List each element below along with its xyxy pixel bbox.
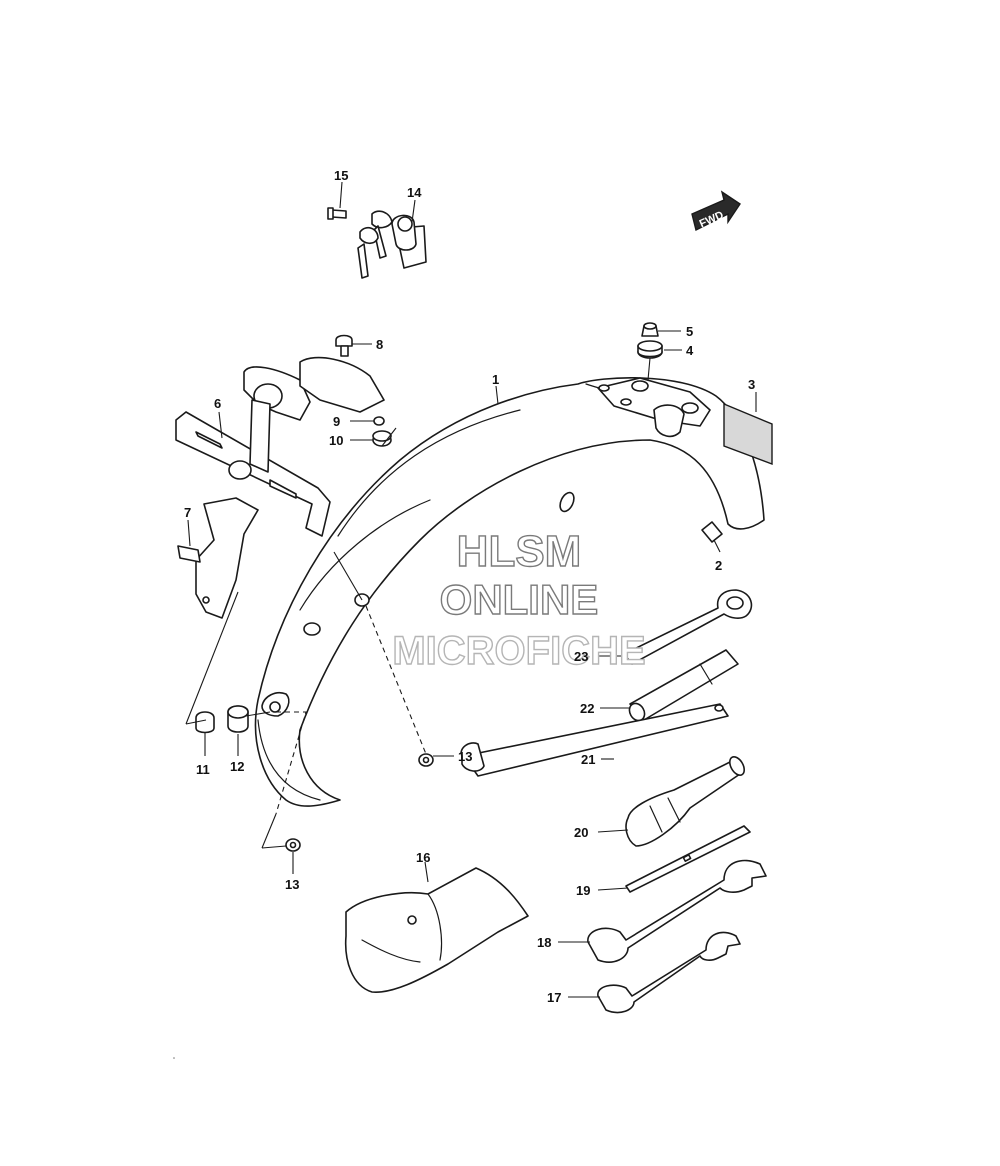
callout-5: 5: [686, 324, 693, 339]
dashed-assembly-lines: [275, 605, 427, 815]
part-16-tool-bag: [344, 867, 529, 993]
callout-4: 4: [686, 343, 694, 358]
part-19-screwdriver-shaft: [625, 825, 751, 893]
part-6-license-bracket: [175, 356, 385, 537]
part-4-cushion: [637, 340, 663, 359]
part-15-screw: [327, 207, 347, 220]
part-2-pad: [701, 521, 723, 543]
watermark-line-3: MICROFICHE: [392, 629, 645, 673]
callout-6: 6: [214, 396, 221, 411]
watermark-line-2: ONLINE: [440, 576, 599, 623]
callout-3: 3: [748, 377, 755, 392]
part-11-nut: [195, 711, 215, 734]
callout-7: 7: [184, 505, 191, 520]
part-23-box-wrench: [623, 589, 753, 665]
watermark-line-1: HLSM: [457, 527, 582, 576]
part-18-wrench: [587, 859, 767, 963]
part-8-bolt: [335, 334, 353, 357]
part-20-screwdriver-handle: [625, 756, 746, 847]
part-12-grommet: [227, 705, 249, 733]
callout-1: 1: [492, 372, 499, 387]
callout-2: 2: [715, 558, 722, 573]
part-1-rear-fender: [254, 377, 765, 807]
part-7-reflector-bracket: [177, 497, 259, 619]
callout-17: 17: [547, 990, 561, 1005]
callout-12: 12: [230, 759, 244, 774]
callout-labels: 15 14 1 3 4 5 2 6 7 8 9 10 11 12 13 13 1…: [184, 168, 755, 1005]
callout-23: 23: [574, 649, 588, 664]
part-13a-nut: [418, 753, 434, 767]
leader-lines: [185, 181, 757, 998]
watermark: HLSM ONLINE MICROFICHE: [392, 526, 647, 673]
callout-21: 21: [581, 752, 595, 767]
part-14-seat-lock: [357, 210, 427, 279]
callout-8: 8: [376, 337, 383, 352]
callout-11: 11: [196, 762, 210, 777]
callout-10: 10: [329, 433, 343, 448]
callout-14: 14: [407, 185, 422, 200]
part-3-label: [723, 402, 773, 466]
callout-19: 19: [576, 883, 590, 898]
part-21-socket-wrench: [460, 703, 729, 777]
fwd-direction-badge: FWD: [691, 190, 741, 232]
callout-15: 15: [334, 168, 348, 183]
part-5-nut: [641, 322, 659, 337]
part-9-washer: [373, 416, 385, 426]
callout-16: 16: [416, 850, 430, 865]
part-17-wrench: [597, 931, 741, 1014]
stray-dot: [173, 1057, 175, 1059]
callout-20: 20: [574, 825, 588, 840]
callout-13a: 13: [458, 749, 472, 764]
part-13b-nut: [285, 838, 301, 852]
callout-18: 18: [537, 935, 551, 950]
callout-22: 22: [580, 701, 594, 716]
callout-13b: 13: [285, 877, 299, 892]
callout-9: 9: [333, 414, 340, 429]
